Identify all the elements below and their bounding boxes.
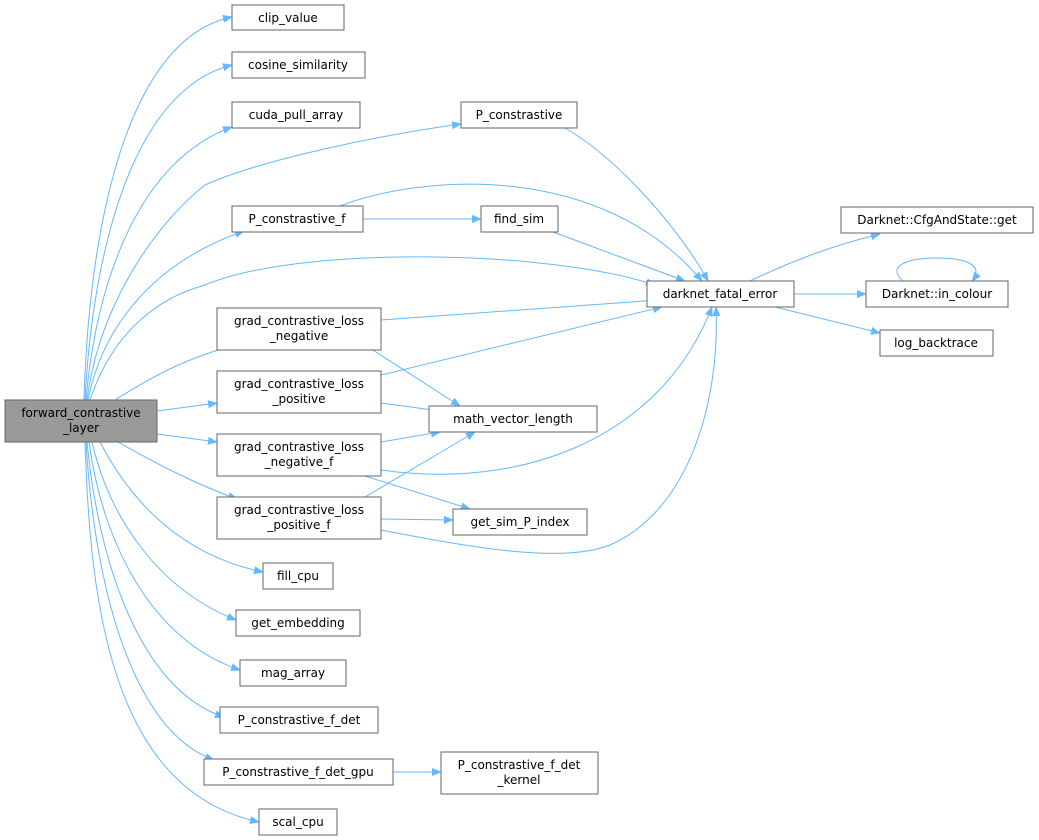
edge [896,257,981,282]
edge [364,431,476,498]
edge [87,230,245,401]
node-cosine-similarity[interactable]: cosine_similarity [231,51,366,79]
node-p-constrastive[interactable]: P_constrastive [460,101,578,129]
node-math-vector-length[interactable]: math_vector_length [428,405,598,433]
edge [88,441,241,671]
edge [99,441,264,575]
nodes: forward_contrastive_layer clip_value cos… [4,4,1034,836]
edge [380,429,441,443]
edge [552,231,686,282]
edge [86,441,225,719]
edge [86,121,462,401]
edge [774,306,881,335]
svg-text:math_vector_length: math_vector_length [453,412,573,426]
svg-text:cuda_pull_array: cuda_pull_array [249,108,344,122]
svg-text:Darknet::CfgAndState::get: Darknet::CfgAndState::get [857,213,1017,227]
svg-text:get_embedding: get_embedding [251,616,345,630]
svg-text:_negative_f: _negative_f [264,455,334,469]
edge [117,441,238,500]
svg-text:_negative: _negative [269,329,328,343]
svg-text:get_sim_P_index: get_sim_P_index [470,515,569,529]
svg-text:P_constrastive_f_det: P_constrastive_f_det [458,758,581,772]
svg-text:_layer: _layer [62,421,99,435]
node-get-embedding[interactable]: get_embedding [235,609,361,637]
edge [564,127,709,282]
svg-text:scal_cpu: scal_cpu [272,815,323,829]
svg-text:fill_cpu: fill_cpu [277,569,319,583]
svg-text:P_constrastive_f_det: P_constrastive_f_det [238,713,361,727]
svg-text:grad_contrastive_loss: grad_contrastive_loss [234,440,364,454]
node-in-colour[interactable]: Darknet::in_colour [865,280,1009,308]
edge [85,441,215,761]
edge [380,515,454,524]
edges [83,14,981,825]
node-grad-contrastive-loss-negative-f[interactable]: grad_contrastive_loss_negative_f [216,433,382,477]
svg-text:log_backtrace: log_backtrace [894,336,978,350]
svg-text:darknet_fatal_error: darknet_fatal_error [663,287,778,301]
edge [364,475,471,511]
node-get-sim-p-index[interactable]: get_sim_P_index [452,508,588,536]
node-darknet-fatal-error[interactable]: darknet_fatal_error [646,280,795,308]
svg-text:P_constrastive_f: P_constrastive_f [248,212,346,226]
node-grad-contrastive-loss-positive-f[interactable]: grad_contrastive_loss_positive_f [216,496,382,540]
edge [749,232,881,282]
edge [339,183,703,282]
node-scal-cpu[interactable]: scal_cpu [258,808,338,836]
edge [83,14,233,401]
svg-text:find_sim: find_sim [494,212,544,226]
node-cuda-pull-array[interactable]: cuda_pull_array [231,101,361,129]
edge [364,344,461,407]
svg-text:forward_contrastive: forward_contrastive [21,406,140,420]
edge [380,306,713,475]
node-forward-contrastive-layer[interactable]: forward_contrastive_layer [4,399,158,443]
node-fill-cpu[interactable]: fill_cpu [262,562,334,590]
edge [380,306,721,554]
node-p-constrastive-f-det-gpu[interactable]: P_constrastive_f_det_gpu [203,758,394,786]
svg-text:grad_contrastive_loss: grad_contrastive_loss [234,377,364,391]
svg-text:cosine_similarity: cosine_similarity [248,58,348,72]
node-cfg-and-state-get[interactable]: Darknet::CfgAndState::get [840,206,1034,234]
node-p-constrastive-f-det-kernel[interactable]: P_constrastive_f_det_kernel [440,751,599,795]
edge [85,126,233,401]
node-find-sim[interactable]: find_sim [480,205,559,233]
node-grad-contrastive-loss-negative[interactable]: grad_contrastive_loss_negative [216,307,382,351]
node-p-constrastive-f-det[interactable]: P_constrastive_f_det [219,706,379,734]
edge [84,441,260,825]
svg-text:_positive_f: _positive_f [266,518,331,532]
edge [91,441,237,621]
edge [380,305,663,376]
svg-text:grad_contrastive_loss: grad_contrastive_loss [234,503,364,517]
svg-text:P_constrastive_f_det_gpu: P_constrastive_f_det_gpu [222,765,374,779]
svg-text:Darknet::in_colour: Darknet::in_colour [882,287,992,301]
node-p-constrastive-f[interactable]: P_constrastive_f [231,205,364,233]
edge [380,296,659,321]
node-mag-array[interactable]: mag_array [239,659,347,687]
svg-text:P_constrastive: P_constrastive [476,108,563,122]
svg-text:_positive: _positive [271,392,325,406]
node-log-backtrace[interactable]: log_backtrace [879,329,994,357]
edge [89,256,656,401]
svg-text:clip_value: clip_value [258,11,318,25]
edge [84,63,233,401]
edge [156,400,218,412]
svg-text:grad_contrastive_loss: grad_contrastive_loss [234,314,364,328]
node-clip-value[interactable]: clip_value [231,4,345,31]
edge [156,433,218,445]
svg-text:_kernel: _kernel [497,773,541,787]
node-grad-contrastive-loss-positive[interactable]: grad_contrastive_loss_positive [216,370,382,414]
svg-text:mag_array: mag_array [261,666,325,680]
